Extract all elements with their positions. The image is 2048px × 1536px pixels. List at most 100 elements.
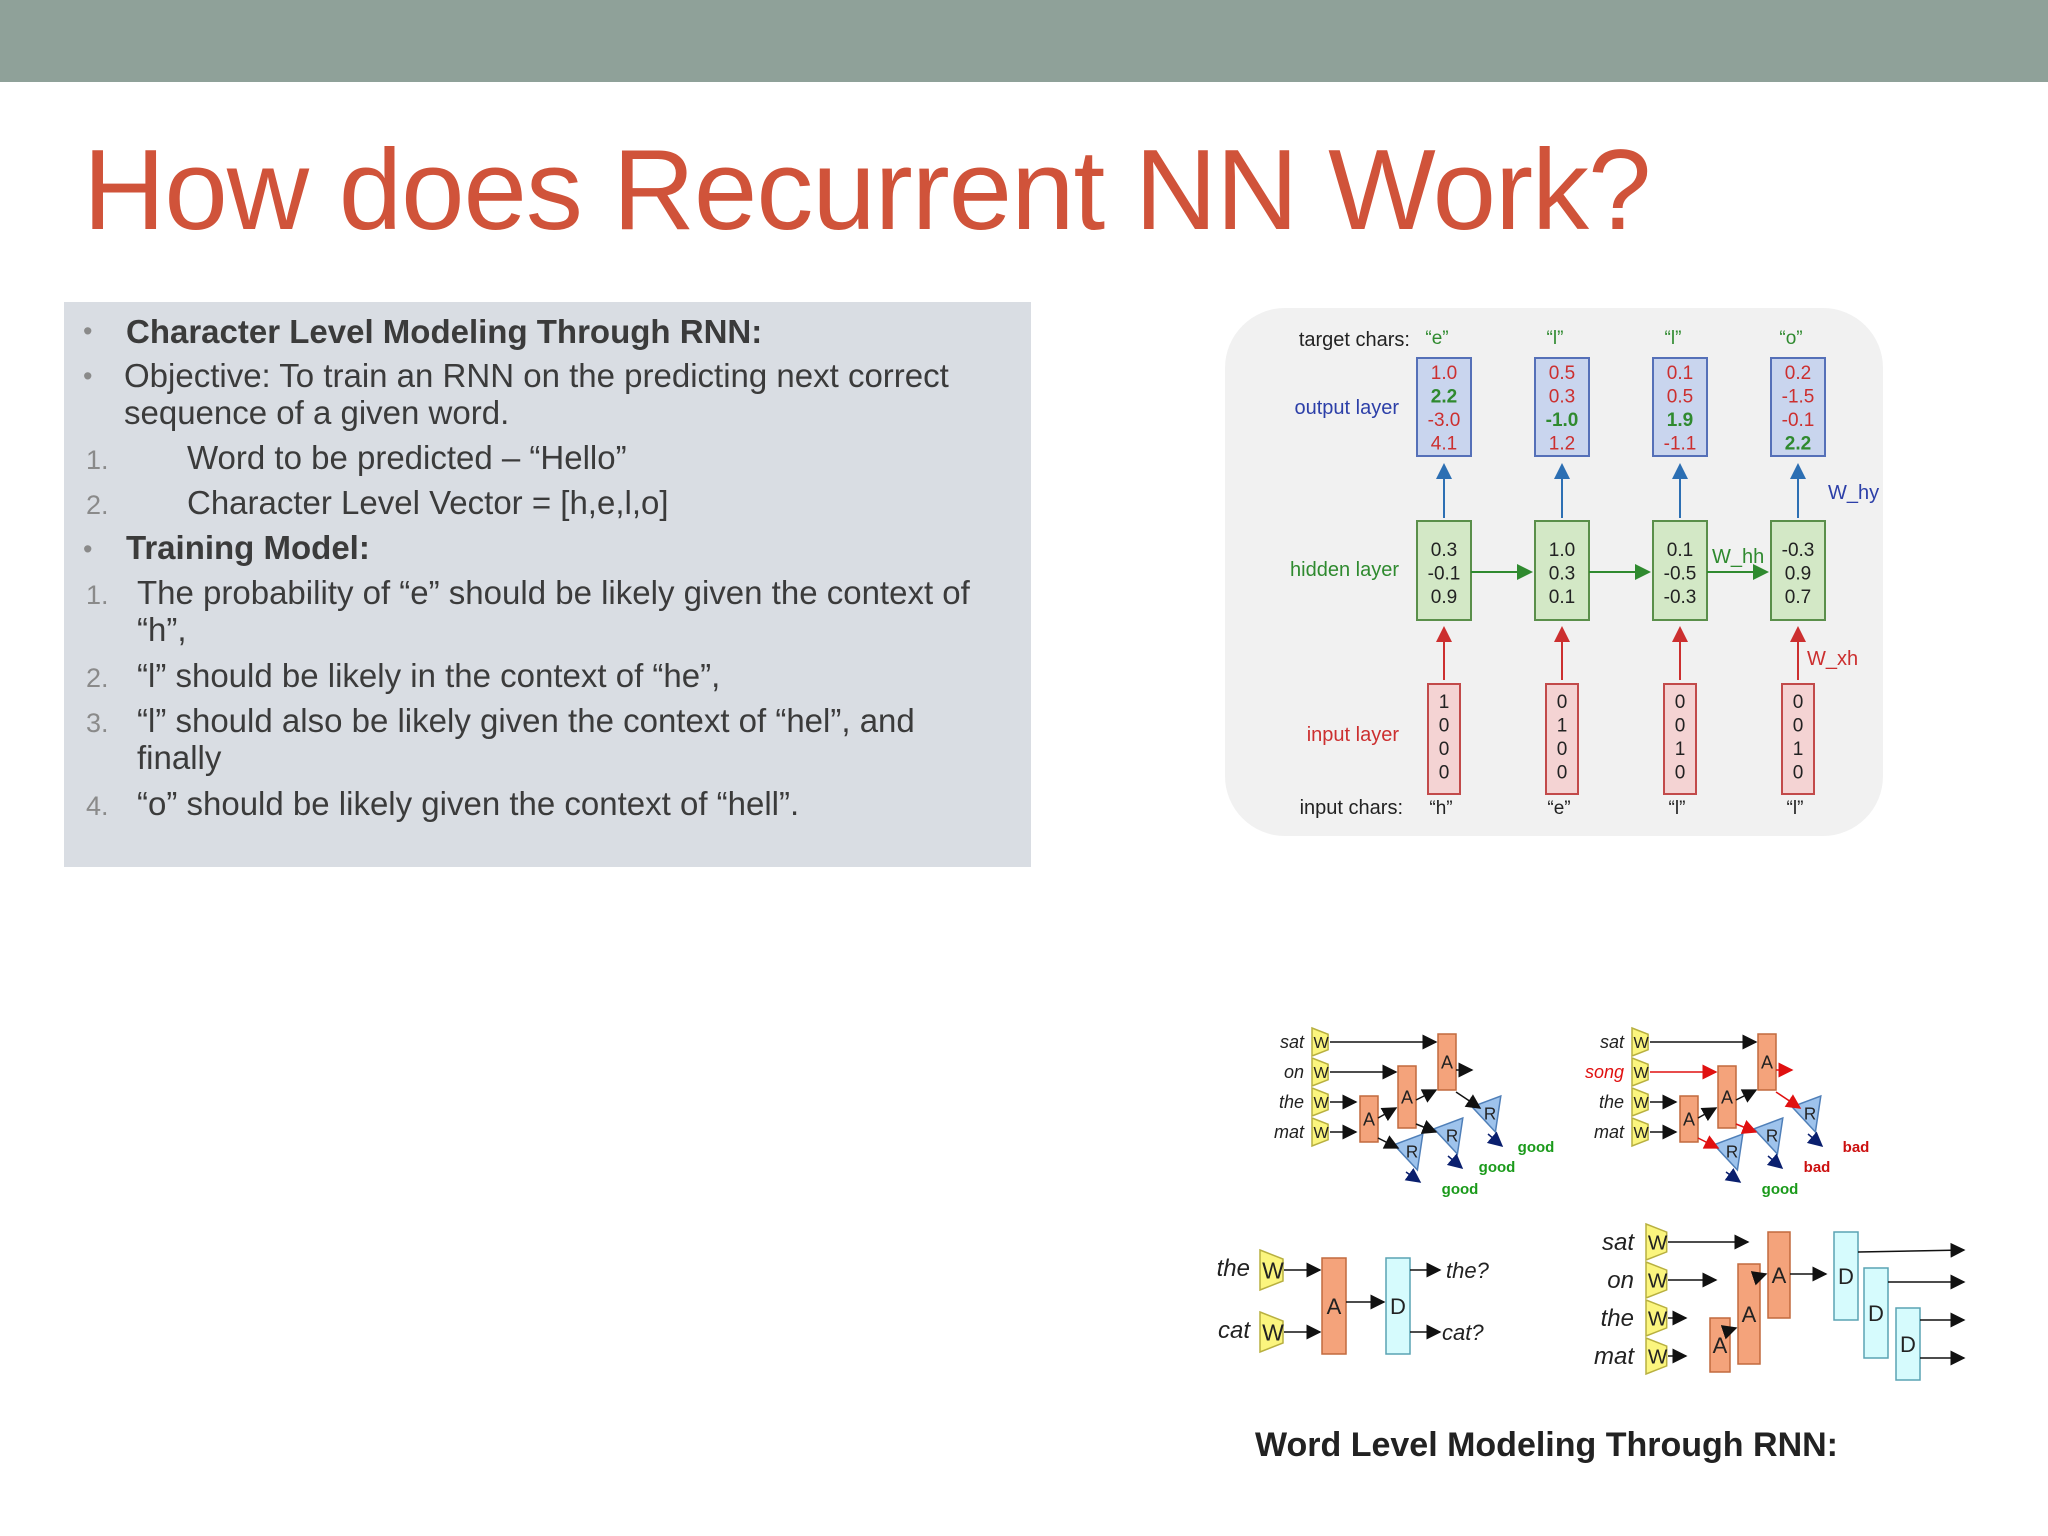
content-text-box: • Character Level Modeling Through RNN: … (64, 302, 1031, 867)
output-value: -1.5 (1782, 387, 1815, 408)
bullet-marker: • (83, 534, 93, 564)
w-node (1645, 1298, 1668, 1338)
a-node (1359, 1095, 1379, 1143)
w-hy-label: W_hy (1828, 482, 1879, 504)
input-char: “l” (1669, 798, 1686, 819)
w-node-letter: W (1648, 1270, 1668, 1293)
target-char: “l” (1547, 328, 1564, 349)
input-value: 0 (1439, 739, 1450, 760)
input-word: on (1284, 1062, 1304, 1082)
a-node-letter: A (1761, 1052, 1773, 1072)
input-word: mat (1274, 1122, 1305, 1142)
list-number: 1. (86, 580, 109, 610)
target-chars-label: target chars: (1299, 329, 1410, 351)
bullet-marker: • (83, 361, 93, 391)
input-value: 1 (1557, 716, 1568, 737)
input-char: “h” (1429, 798, 1452, 819)
input-word: the (1599, 1092, 1624, 1112)
flow-arrow (1415, 1089, 1438, 1103)
hidden-vector-box (1770, 520, 1826, 621)
input-value: 0 (1793, 763, 1804, 784)
target-char: “o” (1779, 328, 1802, 349)
output-value: 1.2 (1549, 434, 1575, 455)
list-number: 3. (86, 708, 109, 738)
w-node-letter: W (1648, 1346, 1668, 1369)
flow-arrow (1697, 1107, 1718, 1122)
flow-arrow (1455, 1091, 1482, 1109)
a-node-letter: A (1721, 1087, 1733, 1107)
flow-arrow (1404, 1168, 1422, 1183)
input-word: mat (1594, 1122, 1625, 1142)
a-node-letter: A (1713, 1333, 1728, 1358)
w-node-letter: W (1633, 1124, 1649, 1142)
output-value: 1.9 (1667, 410, 1693, 431)
output-value: -1.1 (1664, 434, 1697, 455)
input-value: 0 (1675, 716, 1686, 737)
output-value: 4.1 (1431, 434, 1457, 455)
w-node-letter: W (1262, 1319, 1284, 1345)
target-char: “l” (1665, 328, 1682, 349)
list-text: The probability of “e” should be likely … (137, 574, 970, 611)
a-node-letter: A (1772, 1263, 1787, 1288)
d-node-letter: D (1838, 1264, 1854, 1289)
list-text: “o” should be likely given the context o… (137, 785, 800, 822)
list-number: 4. (86, 791, 109, 821)
w-node-letter: W (1633, 1094, 1649, 1112)
input-value: 0 (1557, 739, 1568, 760)
flow-arrow (1697, 1135, 1720, 1149)
input-value: 0 (1439, 763, 1450, 784)
w-xh-label: W_xh (1807, 648, 1858, 670)
input-word: cat (1218, 1317, 1251, 1344)
a-node (1767, 1231, 1791, 1319)
output-word: cat? (1442, 1320, 1484, 1345)
hidden-value: -0.5 (1664, 564, 1697, 585)
a-node (1717, 1065, 1737, 1129)
d-node-letter: D (1390, 1294, 1406, 1319)
input-layer-label: input layer (1307, 724, 1400, 746)
input-value: 0 (1793, 716, 1804, 737)
a-node-letter: A (1441, 1052, 1453, 1072)
hidden-value: 1.0 (1549, 540, 1575, 561)
input-value: 0 (1793, 692, 1804, 713)
flow-arrow (1750, 1271, 1768, 1286)
output-value: 0.2 (1785, 363, 1811, 384)
r-node (1432, 1116, 1464, 1156)
list-text: finally (137, 739, 222, 776)
list-text: “h”, (137, 611, 187, 648)
hidden-value: 0.9 (1785, 564, 1811, 585)
output-value: 2.2 (1431, 387, 1457, 408)
sentiment-label: good (1479, 1159, 1516, 1176)
output-value: -1.0 (1546, 410, 1579, 431)
r-node (1712, 1132, 1744, 1172)
w-node-letter: W (1313, 1094, 1329, 1112)
output-value: 0.5 (1667, 387, 1693, 408)
input-word: on (1607, 1267, 1634, 1294)
sentiment-label: bad (1843, 1139, 1870, 1156)
w-node (1311, 1116, 1329, 1148)
input-word: the (1217, 1255, 1250, 1282)
input-chars-label: input chars: (1300, 797, 1403, 819)
w-node (1311, 1086, 1329, 1118)
w-node-letter: W (1313, 1124, 1329, 1142)
bullet-text: Objective: To train an RNN on the predic… (124, 357, 949, 394)
flow-arrow (1766, 1153, 1784, 1169)
w-node (1631, 1086, 1649, 1118)
w-node-letter: W (1313, 1064, 1329, 1082)
target-char: “e” (1425, 328, 1448, 349)
output-layer-label: output layer (1294, 397, 1399, 419)
output-value: -0.1 (1782, 410, 1815, 431)
w-node-letter: W (1648, 1308, 1668, 1331)
bullet-text: sequence of a given word. (124, 394, 510, 431)
flow-arrow (1724, 1168, 1742, 1183)
output-value: 0.5 (1549, 363, 1575, 384)
w-node (1259, 1310, 1284, 1354)
hidden-value: 0.3 (1431, 540, 1457, 561)
a-node-letter: A (1363, 1109, 1375, 1129)
bullet-heading-char-level: Character Level Modeling Through RNN: (126, 313, 763, 350)
flow-arrow (1735, 1089, 1758, 1103)
w-hh-label: W_hh (1712, 546, 1764, 568)
a-node (1321, 1257, 1347, 1355)
list-number: 2. (86, 490, 109, 520)
hidden-vector-box (1652, 520, 1708, 621)
